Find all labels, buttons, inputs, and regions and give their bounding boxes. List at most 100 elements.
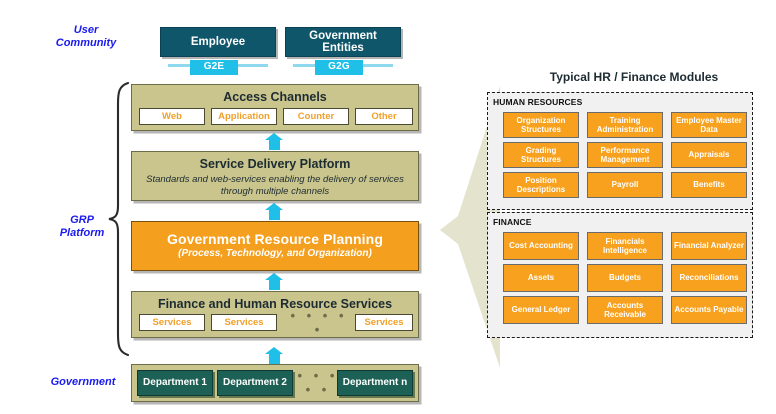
access-channel-chip-web[interactable]: Web: [139, 108, 205, 125]
module-training-administration-line1: Training: [609, 115, 641, 125]
module-payroll[interactable]: Payroll: [587, 172, 663, 198]
module-training-administration[interactable]: Training Administration: [587, 112, 663, 138]
actor-employee-label: Employee: [190, 35, 246, 48]
actor-government-entities-line1: Government: [309, 29, 377, 42]
access-channel-chip-other[interactable]: Other: [355, 108, 413, 125]
arrow-head-icon: [265, 133, 283, 140]
actor-government-entities-line2: Entities: [322, 42, 364, 54]
department-1-label: Department 1: [143, 376, 207, 388]
arrow-head-icon: [265, 347, 283, 354]
service-chip-2-label: Services: [224, 316, 264, 328]
module-appraisals-label: Appraisals: [688, 150, 730, 160]
access-channel-chip-counter-label: Counter: [297, 110, 335, 122]
department-n-label: Department n: [342, 376, 408, 388]
module-assets-label: Assets: [527, 273, 555, 283]
module-financials-intelligence-line2: Intelligence: [602, 246, 647, 255]
access-channels-title: Access Channels: [223, 90, 327, 104]
module-accounts-payable[interactable]: Accounts Payable: [671, 296, 747, 324]
module-payroll-label: Payroll: [611, 180, 639, 190]
module-performance-management[interactable]: Performance Management: [587, 142, 663, 168]
arrow-stem: [269, 139, 280, 150]
label-grp-platform: GRP Platform: [46, 214, 118, 239]
module-training-administration-line2: Administration: [596, 125, 654, 134]
label-user-community: User Community: [46, 24, 126, 49]
arrow-up-to-service-delivery: [265, 203, 284, 220]
channel-badge-g2g[interactable]: G2G: [315, 60, 363, 75]
module-benefits-label: Benefits: [693, 180, 725, 190]
module-benefits[interactable]: Benefits: [671, 172, 747, 198]
service-chip-2[interactable]: Services: [211, 314, 277, 331]
label-grp-platform-line1: GRP: [70, 214, 94, 226]
arrow-head-icon: [265, 203, 283, 210]
module-financials-intelligence[interactable]: Financials Intelligence: [587, 232, 663, 260]
module-employee-master-data[interactable]: Employee Master Data: [671, 112, 747, 138]
module-grading-structures-line1: Grading: [525, 145, 557, 155]
module-financial-analyzer[interactable]: Financial Analyzer: [671, 232, 747, 260]
access-channel-chip-counter[interactable]: Counter: [283, 108, 349, 125]
module-grading-structures[interactable]: Grading Structures: [503, 142, 579, 168]
module-performance-management-line2: Management: [600, 155, 650, 164]
module-reconciliations-label: Reconciliations: [679, 273, 739, 283]
arrow-head-icon: [265, 273, 283, 280]
module-accounts-receivable-line2: Receivable: [604, 310, 646, 319]
services-band-title: Finance and Human Resource Services: [157, 297, 393, 311]
channel-badge-g2e[interactable]: G2E: [190, 60, 238, 75]
label-user-community-line2: Community: [55, 36, 117, 49]
module-cost-accounting-label: Cost Accounting: [509, 241, 573, 251]
departments-ellipsis: • • • • •: [297, 368, 339, 397]
department-2[interactable]: Department 2: [217, 370, 293, 396]
service-delivery-subtitle-line1: Standards and web-services enabling the …: [146, 174, 404, 185]
module-position-descriptions-line2: Descriptions: [516, 185, 566, 194]
channel-badge-g2g-label: G2G: [328, 61, 350, 73]
module-assets[interactable]: Assets: [503, 264, 579, 292]
service-chip-1-label: Services: [152, 316, 192, 328]
department-1[interactable]: Department 1: [137, 370, 213, 396]
module-accounts-receivable[interactable]: Accounts Receivable: [587, 296, 663, 324]
department-n[interactable]: Department n: [337, 370, 413, 396]
module-cost-accounting[interactable]: Cost Accounting: [503, 232, 579, 260]
service-chip-3-label: Services: [364, 316, 404, 328]
module-grading-structures-line2: Structures: [520, 155, 561, 164]
arrow-stem: [269, 353, 280, 364]
service-delivery-band: Service Delivery Platform Standards and …: [131, 151, 419, 201]
label-grp-platform-line2: Platform: [59, 226, 105, 239]
module-performance-management-line1: Performance: [600, 145, 650, 155]
module-group-finance-label: FINANCE: [493, 217, 532, 227]
service-chip-3[interactable]: Services: [355, 314, 413, 331]
channel-badge-g2e-label: G2E: [203, 61, 225, 73]
module-group-human-resources-label: HUMAN RESOURCES: [493, 97, 583, 107]
module-budgets[interactable]: Budgets: [587, 264, 663, 292]
actor-government-entities[interactable]: Government Entities: [285, 27, 401, 57]
arrow-up-to-services: [265, 347, 284, 364]
module-reconciliations[interactable]: Reconciliations: [671, 264, 747, 292]
module-financial-analyzer-label: Financial Analyzer: [674, 241, 744, 251]
grp-core-subtitle: (Process, Technology, and Organization): [178, 248, 372, 260]
module-appraisals[interactable]: Appraisals: [671, 142, 747, 168]
module-accounts-receivable-line1: Accounts: [606, 300, 644, 310]
access-channel-chip-application[interactable]: Application: [211, 108, 277, 125]
arrow-up-to-grp: [265, 273, 284, 290]
arrow-up-to-access-channels: [265, 133, 284, 150]
arrow-stem: [269, 279, 280, 290]
module-organization-structures-line1: Organization: [516, 115, 566, 125]
module-budgets-label: Budgets: [609, 273, 641, 283]
module-organization-structures[interactable]: Organization Structures: [503, 112, 579, 138]
arrow-stem: [269, 209, 280, 220]
department-2-label: Department 2: [223, 376, 287, 388]
actor-employee[interactable]: Employee: [160, 27, 276, 57]
grp-platform-brace: [108, 81, 130, 357]
module-financials-intelligence-line1: Financials: [605, 236, 645, 246]
module-general-ledger-label: General Ledger: [511, 305, 571, 315]
service-chip-1[interactable]: Services: [139, 314, 205, 331]
access-channel-chip-web-label: Web: [162, 110, 182, 122]
modules-panel-title: Typical HR / Finance Modules: [549, 70, 719, 84]
module-general-ledger[interactable]: General Ledger: [503, 296, 579, 324]
grp-core-box[interactable]: Government Resource Planning (Process, T…: [131, 221, 419, 271]
services-ellipsis: • • • • •: [290, 307, 348, 337]
module-position-descriptions-line1: Position: [525, 175, 557, 185]
module-organization-structures-line2: Structures: [520, 125, 561, 134]
module-position-descriptions[interactable]: Position Descriptions: [503, 172, 579, 198]
access-channel-chip-application-label: Application: [218, 110, 270, 122]
grp-core-title: Government Resource Planning: [167, 231, 383, 248]
